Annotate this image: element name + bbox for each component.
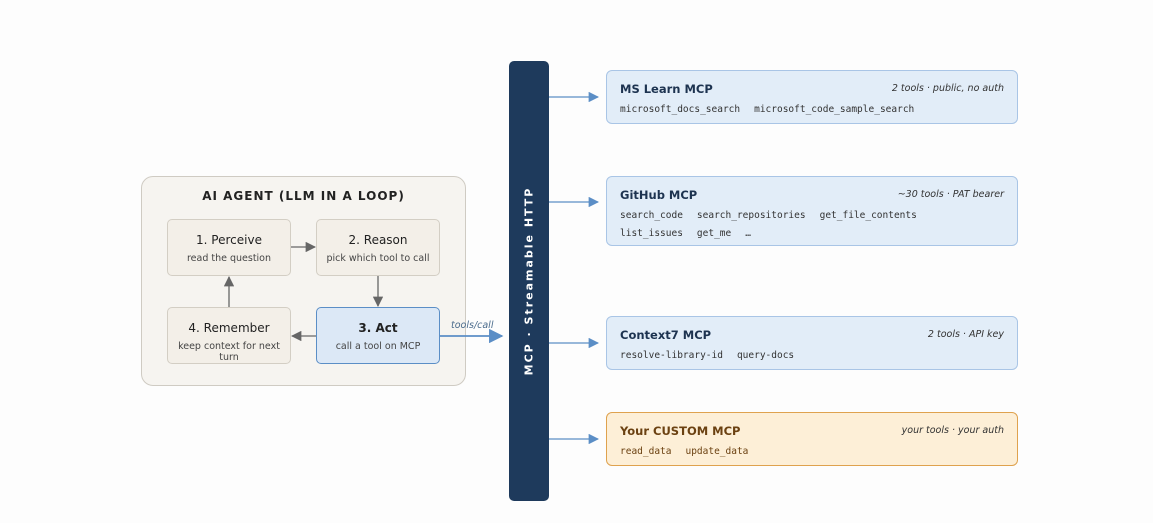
tool-name: … (745, 228, 751, 239)
server-tools: microsoft_docs_search microsoft_code_samp… (620, 101, 1000, 119)
mcp-bus (509, 61, 549, 501)
server-name: Your CUSTOM MCP (620, 424, 741, 438)
step-subtitle: keep context for next turn (178, 341, 280, 363)
agent-title: AI AGENT (LLM IN A LOOP) (202, 189, 405, 203)
tool-name: microsoft_code_sample_search (754, 104, 915, 115)
tool-name: microsoft_docs_search (620, 104, 741, 115)
server-tools: search_code search_repositories get_file_c… (620, 207, 1000, 243)
server-meta: 2 tools · API key (927, 329, 1004, 340)
server-meta: ~30 tools · PAT bearer (897, 189, 1004, 200)
step-title: 1. Perceive (196, 233, 262, 247)
server-tools: read_data update_data (620, 443, 1000, 461)
server-name: GitHub MCP (620, 188, 698, 202)
tool-name: update_data (685, 446, 749, 457)
server-name: Context7 MCP (620, 328, 712, 342)
tool-name: query-docs (736, 350, 795, 361)
server-custom: Your CUSTOM MCP your tools · your auth r… (606, 412, 1018, 466)
tool-name: resolve-library-id (620, 350, 723, 361)
step-act: 3. Act call a tool on MCP (316, 307, 440, 364)
step-subtitle: read the question (186, 253, 272, 264)
server-github: GitHub MCP ~30 tools · PAT bearer search… (606, 176, 1018, 246)
step-subtitle: call a tool on MCP (335, 341, 421, 352)
tools-call-label: tools/call (451, 320, 494, 331)
server-context7: Context7 MCP 2 tools · API key resolve-l… (606, 316, 1018, 370)
tool-name: read_data (620, 446, 672, 457)
step-remember: 4. Remember keep context for next turn (167, 307, 291, 364)
step-subtitle: pick which tool to call (326, 253, 430, 264)
tool-name: search_code (620, 210, 683, 221)
step-reason: 2. Reason pick which tool to call (316, 219, 440, 276)
tool-name: get_me (696, 228, 732, 239)
tool-name: get_file_contents (819, 210, 917, 221)
server-meta: your tools · your auth (901, 425, 1004, 436)
step-title: 3. Act (358, 321, 398, 335)
tool-name: search_repositories (696, 210, 806, 221)
server-name: MS Learn MCP (620, 82, 713, 96)
step-title: 4. Remember (188, 321, 270, 335)
server-meta: 2 tools · public, no auth (891, 83, 1004, 94)
server-tools: resolve-library-id query-docs (620, 347, 1000, 365)
server-ms-learn: MS Learn MCP 2 tools · public, no auth m… (606, 70, 1018, 124)
step-perceive: 1. Perceive read the question (167, 219, 291, 276)
step-title: 2. Reason (348, 233, 408, 247)
tool-name: list_issues (620, 228, 683, 239)
